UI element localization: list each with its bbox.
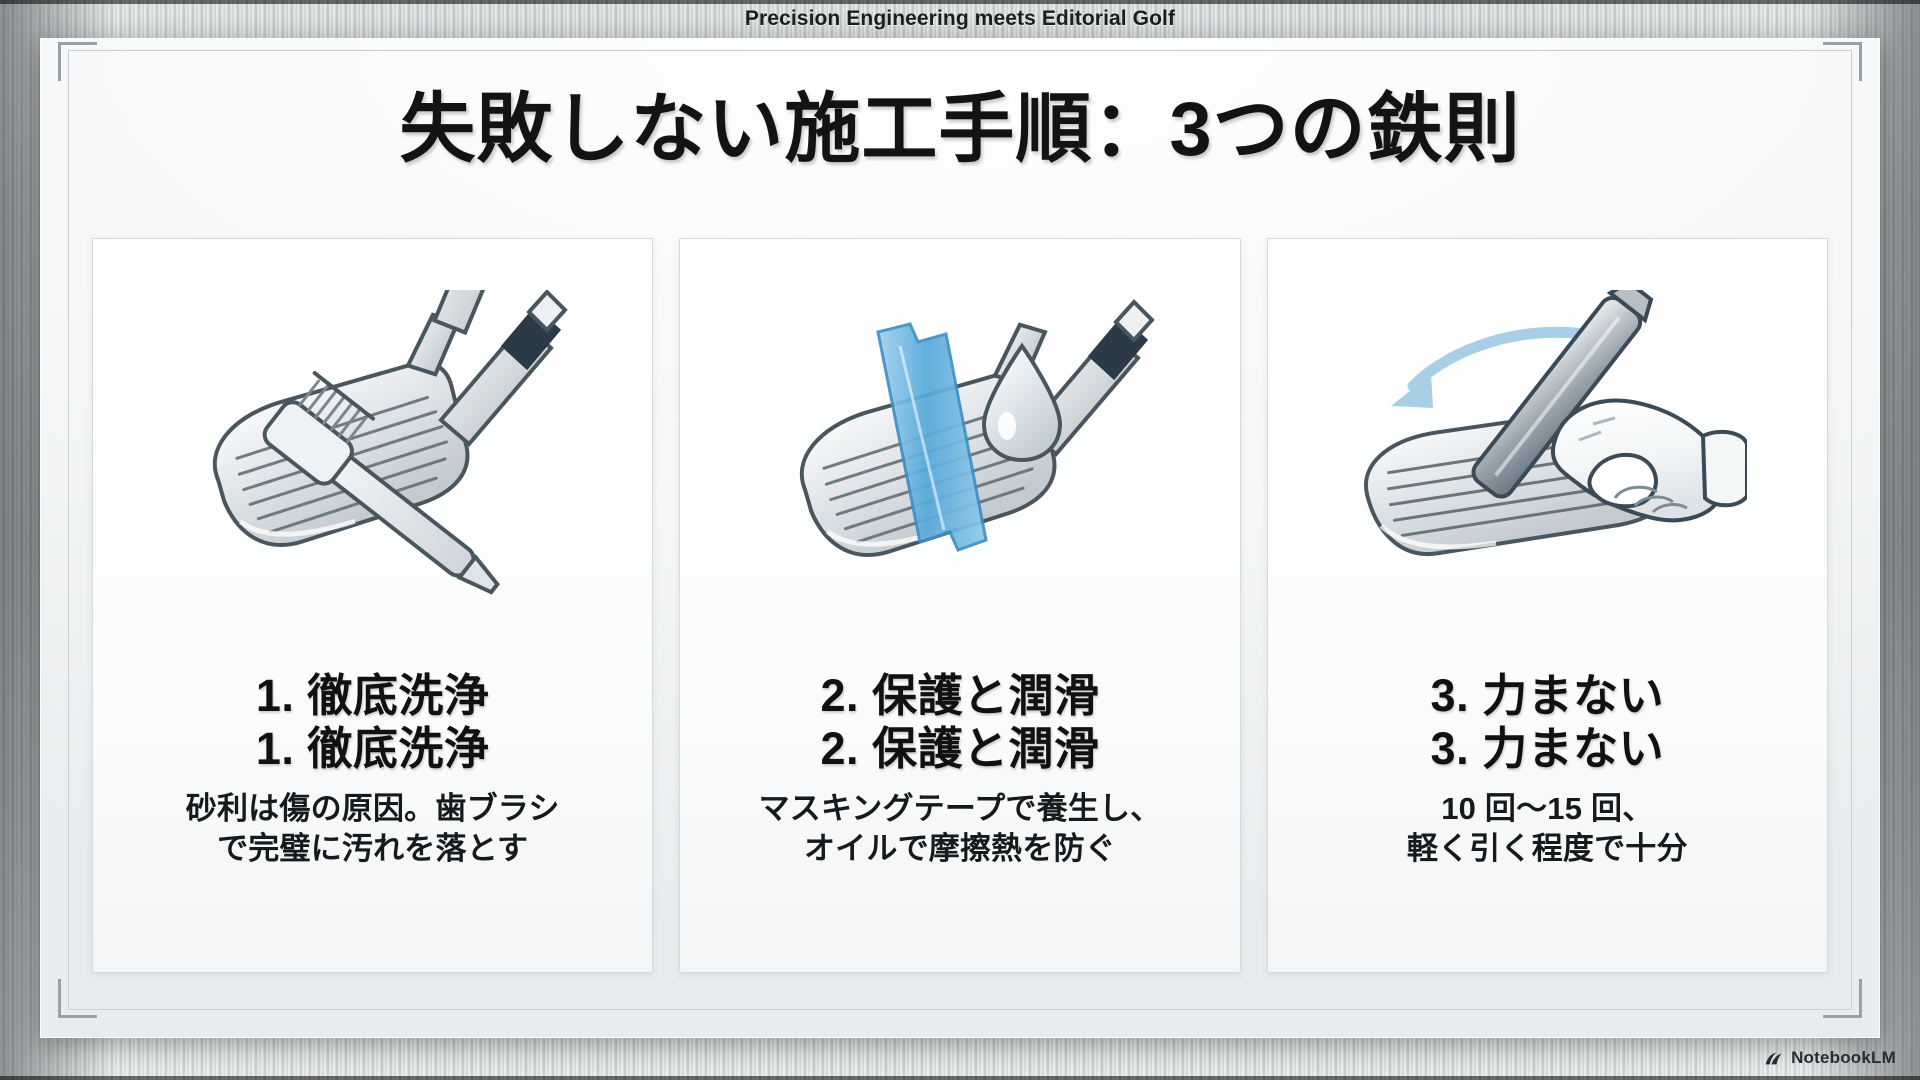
step-3-desc-line-2: 軽く引く程度で十分 bbox=[1406, 831, 1688, 867]
step-1-desc-line-2: で完璧に汚れを落とす bbox=[217, 831, 529, 867]
step-1-heading: 1. 徹底洗浄 1. 徹底洗浄 bbox=[256, 669, 490, 775]
bottom-edge-bar bbox=[0, 1076, 1920, 1080]
step-3-description: 10 回〜15 回、 軽く引く程度で十分 bbox=[1407, 789, 1688, 870]
step-3-heading-line-1: 3. 力まない bbox=[1430, 670, 1665, 721]
corner-mark-top-left bbox=[58, 42, 97, 81]
corner-mark-top-right bbox=[1823, 42, 1862, 81]
step-1-illustration bbox=[111, 269, 634, 641]
step-card-2[interactable]: 2. 保護と潤滑 2. 保護と潤滑 マスキングテープで養生し、 オイルで摩擦熱を… bbox=[679, 238, 1241, 973]
step-1-desc-line-1: 砂利は傷の原因。歯ブラシ bbox=[185, 791, 560, 827]
top-edge-bar bbox=[0, 0, 1920, 4]
steps-card-row: 1. 徹底洗浄 1. 徹底洗浄 砂利は傷の原因。歯ブラシ で完璧に汚れを落とす bbox=[92, 238, 1828, 973]
header-strip: Precision Engineering meets Editorial Go… bbox=[0, 0, 1920, 38]
step-3-desc-line-1: 10 回〜15 回、 bbox=[1441, 791, 1654, 827]
step-2-heading-line-2: 2. 保護と潤滑 bbox=[820, 723, 1100, 775]
golf-iron-with-masking-tape-and-oil-drop-icon bbox=[799, 299, 1155, 557]
corner-mark-bottom-right bbox=[1823, 979, 1862, 1018]
header-title: Precision Engineering meets Editorial Go… bbox=[744, 7, 1176, 30]
step-1-description: 砂利は傷の原因。歯ブラシ で完璧に汚れを落とす bbox=[186, 789, 560, 870]
step-3-heading: 3. 力まない 3. 力まない bbox=[1431, 669, 1665, 775]
step-3-heading-line-2: 3. 力まない bbox=[1430, 723, 1665, 775]
step-3-illustration bbox=[1286, 269, 1809, 641]
slide-panel: 失敗しない施工手順：3つの鉄則 bbox=[40, 38, 1880, 1038]
step-2-illustration bbox=[698, 269, 1221, 641]
step-2-desc-line-1: マスキングテープで養生し、 bbox=[758, 791, 1162, 827]
corner-mark-bottom-left bbox=[58, 979, 97, 1018]
hand-pulling-tool-over-golf-iron-icon bbox=[1364, 290, 1748, 557]
step-2-heading-line-1: 2. 保護と潤滑 bbox=[820, 670, 1100, 721]
golf-iron-with-toothbrush-icon bbox=[212, 290, 568, 595]
notebooklm-logo-icon bbox=[1765, 1052, 1782, 1064]
step-card-1[interactable]: 1. 徹底洗浄 1. 徹底洗浄 砂利は傷の原因。歯ブラシ で完璧に汚れを落とす bbox=[92, 238, 654, 973]
step-1-heading-line-2: 1. 徹底洗浄 bbox=[255, 723, 490, 775]
step-2-desc-line-2: オイルで摩擦熱を防ぐ bbox=[803, 831, 1116, 867]
step-card-3[interactable]: 3. 力まない 3. 力まない 10 回〜15 回、 軽く引く程度で十分 bbox=[1266, 238, 1828, 973]
notebooklm-badge: NotebookLM bbox=[1764, 1048, 1896, 1068]
step-2-description: マスキングテープで養生し、 オイルで摩擦熱を防ぐ bbox=[759, 789, 1162, 870]
step-2-heading: 2. 保護と潤滑 2. 保護と潤滑 bbox=[820, 669, 1099, 775]
slide-title: 失敗しない施工手順：3つの鉄則 bbox=[399, 87, 1521, 172]
notebooklm-label: NotebookLM bbox=[1791, 1048, 1896, 1067]
step-1-heading-line-1: 1. 徹底洗浄 bbox=[255, 670, 490, 721]
